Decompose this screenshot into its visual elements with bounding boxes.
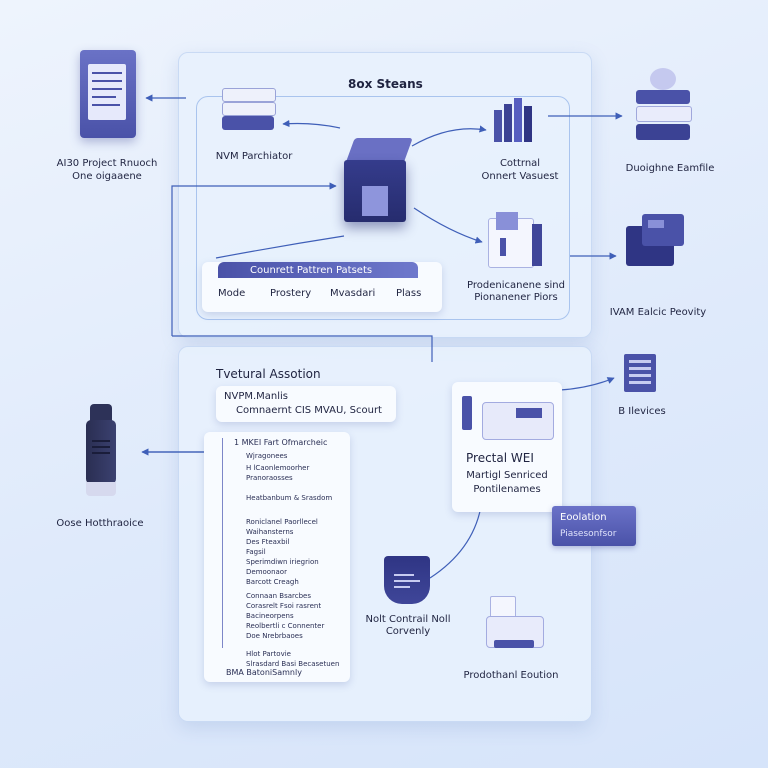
list-item[interactable]: Heatbanbum & Srasdom	[246, 494, 333, 502]
top-panel-title: 8ox Steans	[348, 77, 423, 91]
top-inner-frame	[196, 96, 570, 320]
tab-prostery[interactable]: Prostery	[270, 288, 312, 299]
arrow-cube-to-prodecianne	[413, 207, 483, 244]
list-item[interactable]: Corasrelt Fsoi rasrent	[246, 602, 322, 610]
list-item[interactable]: Slrasdard Basi Becasetuen	[246, 660, 340, 668]
device-label: Oose Hotthraoice	[56, 518, 144, 529]
loop-connector	[171, 182, 337, 336]
list-item[interactable]: Reolbertli c Connenter	[246, 622, 325, 630]
list-item[interactable]: Doe Nrebrbaoes	[246, 632, 303, 640]
list-item[interactable]: Waihansterns	[246, 528, 294, 536]
callout-title: Eoolation	[560, 512, 607, 523]
nolt-label-line2: Corvenly	[385, 626, 431, 637]
prodothanal-label: Prodothanl Eoution	[463, 670, 559, 681]
tab-mode[interactable]: Mode	[218, 288, 246, 299]
practal-line3: Pontilenames	[473, 484, 541, 495]
grid-list-icon	[624, 354, 656, 392]
arrow-to-bilevices	[559, 377, 615, 391]
server-stack-icon	[222, 88, 276, 132]
document-icon	[80, 50, 136, 138]
list-item[interactable]: Fagsil	[246, 548, 266, 556]
nvpm-line1: NVPM.Manlis	[224, 391, 289, 402]
list-item[interactable]: Des Fteaxbil	[246, 538, 290, 546]
prodecianne-label-line1: Prodenicanene sind	[467, 280, 565, 291]
list-item[interactable]: Hlot Partovie	[246, 650, 291, 658]
cottrnal-label-line1: Cottrnal	[499, 158, 541, 169]
list-item[interactable]: Barcott Creagh	[246, 578, 299, 586]
list-item[interactable]: Wjragonees	[246, 452, 288, 460]
evaluation-callout[interactable]: Eoolation Piasesonfsor	[552, 506, 636, 546]
tab-mvasdari[interactable]: Mvasdari	[330, 288, 376, 299]
shield-document-icon	[384, 556, 430, 608]
layer-stack-icon	[636, 68, 692, 144]
pattern-card-title: Counrett Pattren Patsets	[250, 265, 373, 276]
storage-box-icon	[488, 212, 544, 268]
nolt-label-line1: Nolt Contrail Noll	[365, 614, 451, 625]
list-item[interactable]: Connaan Bsarcbes	[246, 592, 311, 600]
pattern-card-header	[218, 262, 418, 278]
hardware-icon	[626, 212, 686, 268]
practal-line2: Martigl Senriced	[466, 470, 548, 481]
pattern-card[interactable]: Counrett Pattren Patsets Mode Prostery M…	[202, 262, 442, 312]
list-item[interactable]: Demoonaor	[246, 568, 287, 576]
nvpm-line2: Comnaernt CIS MVAU, Scourt	[236, 405, 382, 416]
list-item[interactable]: Bacineorpens	[246, 612, 294, 620]
arrow-cube-to-cottrnal	[411, 125, 487, 147]
arrow-card-to-cube	[215, 235, 345, 259]
list-footer: BMA BatoniSamnly	[226, 668, 302, 677]
bookshelf-icon	[494, 96, 534, 142]
project-label-line2: One oigaaene	[72, 171, 142, 182]
terminal-icon	[486, 596, 544, 652]
bottom-panel-title: Tvetural Assotion	[216, 367, 321, 381]
list-item[interactable]: Sperimdiwn iriegrion	[246, 558, 319, 566]
list-item[interactable]: Roniclanel Paorllecel	[246, 518, 318, 526]
duoighne-label: Duoighne Eamfile	[625, 163, 715, 174]
bilevices-label: B Ilevices	[618, 406, 666, 417]
list-head: 1 MKEI Fart Ofmarcheic	[234, 438, 328, 447]
arrow-nvm-down	[172, 335, 433, 362]
arrow-cube-to-nvm	[282, 119, 341, 129]
practal-card[interactable]	[452, 382, 562, 512]
project-label-line1: AI30 Project Rnuoch	[56, 158, 158, 169]
device-icon	[86, 404, 116, 496]
cottrnal-label-line2: Onnert Vasuest	[481, 171, 559, 182]
tab-plass[interactable]: Plass	[396, 288, 422, 299]
central-cube-icon	[344, 138, 414, 226]
list-item[interactable]: H lCaonlemoorher	[246, 464, 310, 472]
prodecianne-label-line2: Pionanener Piors	[474, 292, 558, 303]
list-item[interactable]: Pranoraosses	[246, 474, 293, 482]
structure-list-card[interactable]: 1 MKEI Fart Ofmarcheic Wjragonees H lCao…	[204, 432, 350, 682]
callout-subtitle: Piasesonfsor	[560, 529, 617, 539]
nvpm-header-card: NVPM.Manlis Comnaernt CIS MVAU, Scourt	[216, 386, 396, 422]
ivam-label: IVAM Ealcic Peovity	[609, 307, 707, 318]
practal-title: Prectal WEI	[466, 451, 534, 465]
nvm-parchiator-label: NVM Parchiator	[215, 151, 293, 162]
